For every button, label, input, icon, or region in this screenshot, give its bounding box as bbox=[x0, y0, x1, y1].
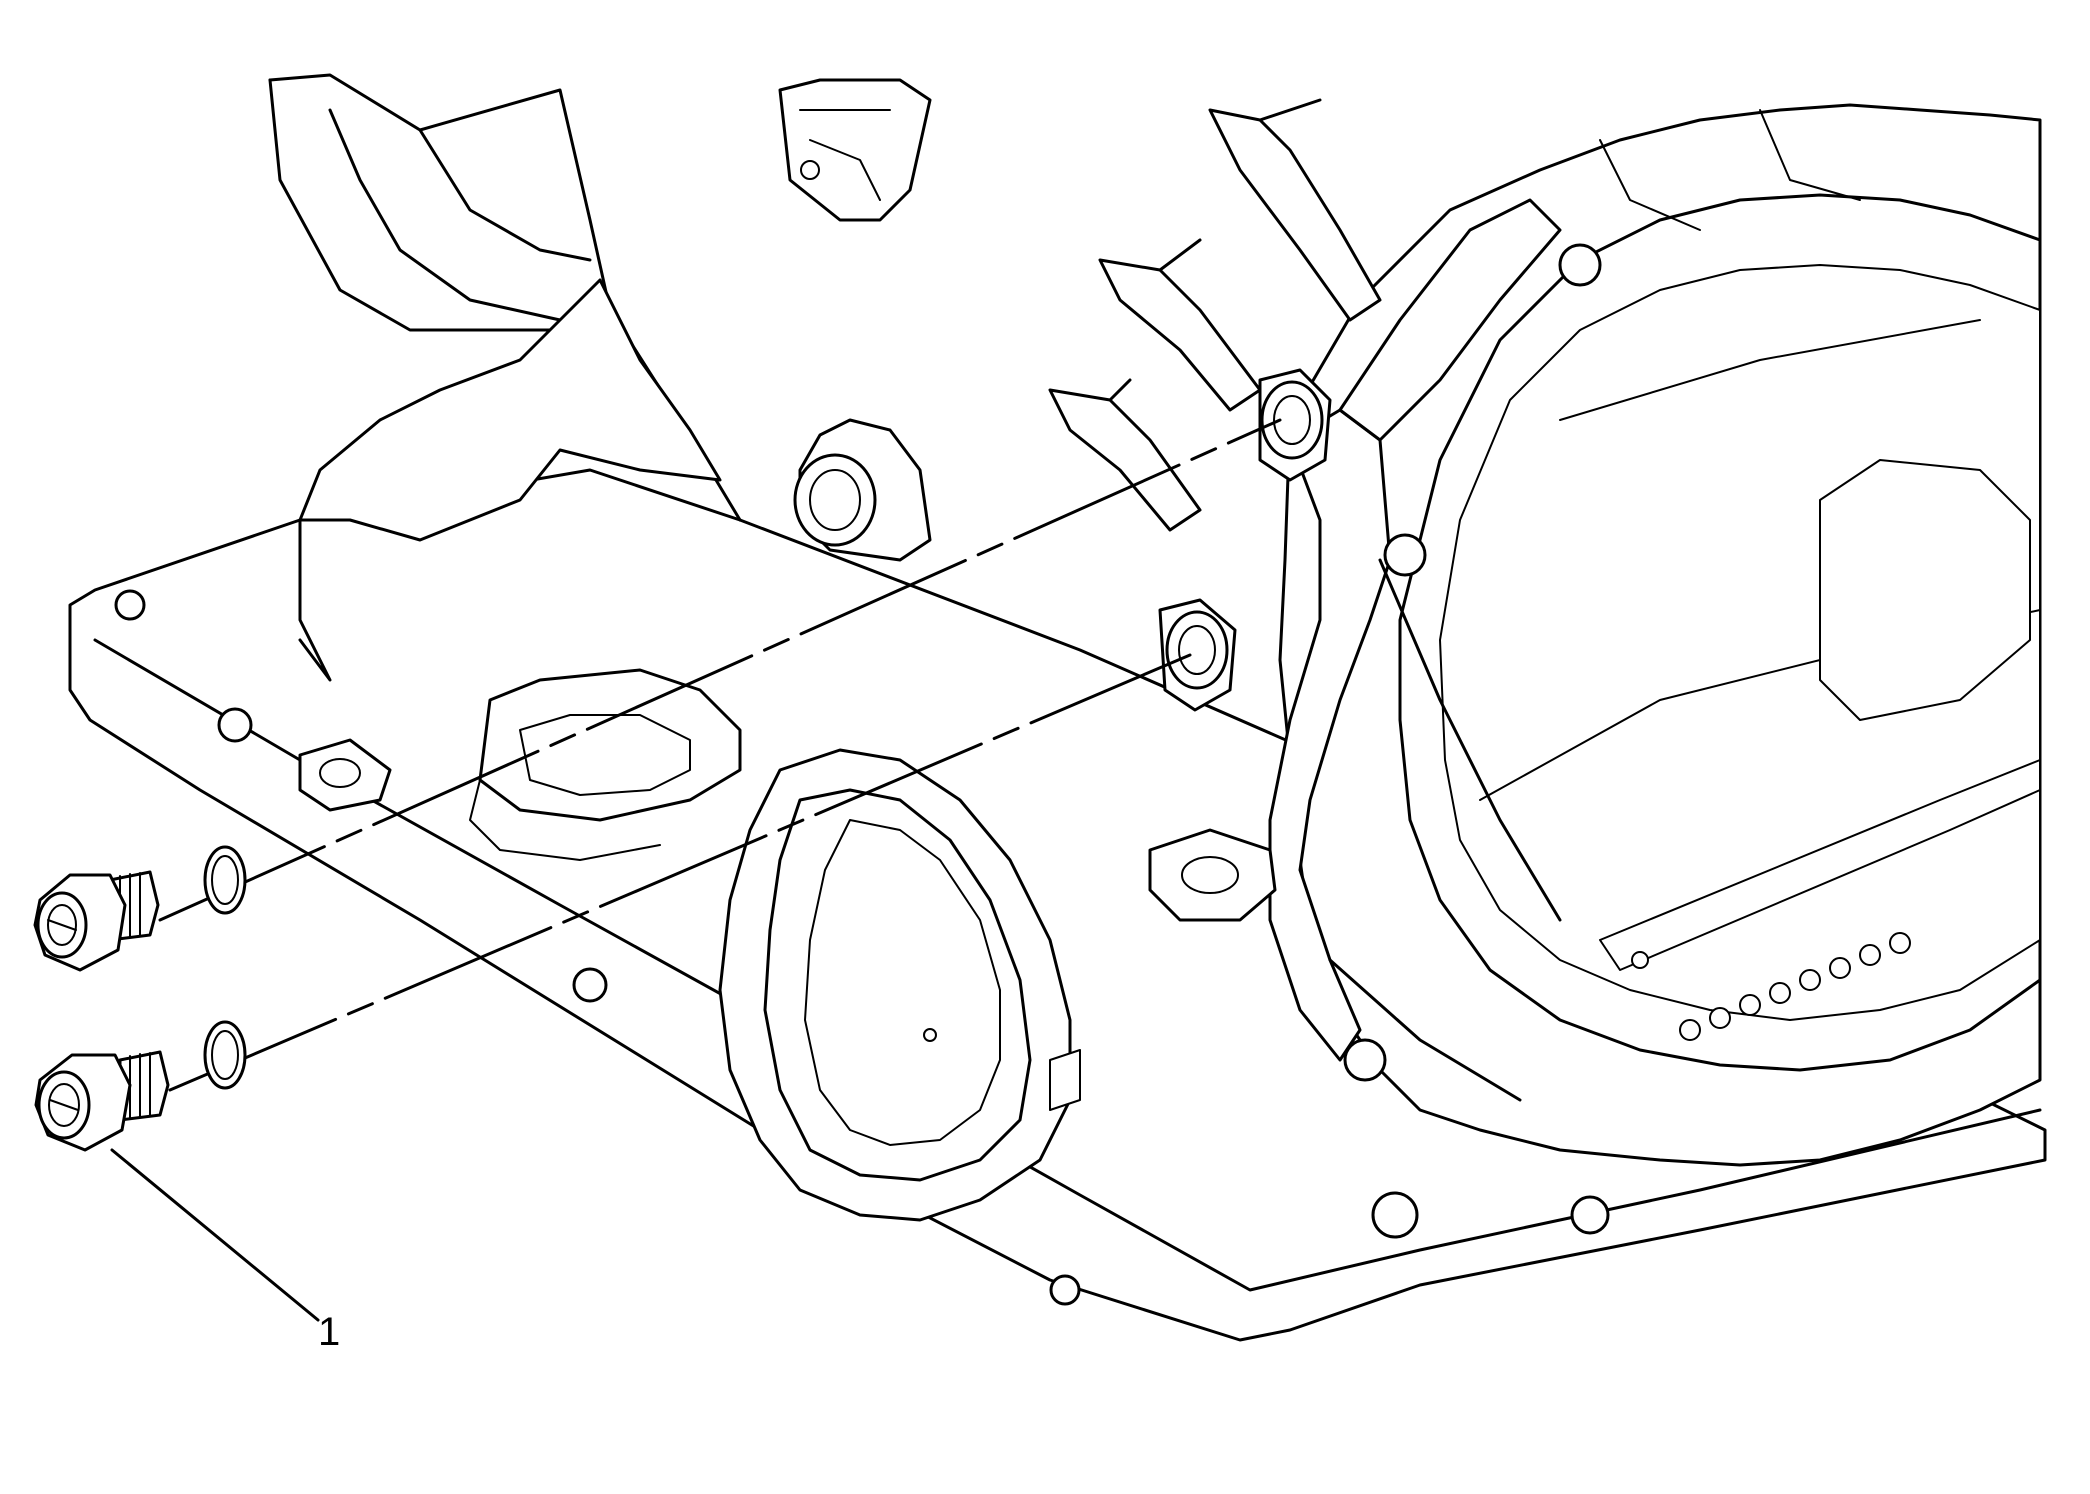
internal-rib-top bbox=[1599, 109, 1861, 231]
upper-alignment-line bbox=[158, 418, 1282, 922]
rib-top-arm bbox=[1338, 198, 1562, 442]
strap-hole bbox=[1739, 994, 1761, 1016]
lower-port-thread bbox=[1178, 625, 1216, 675]
rib-diagonal bbox=[1328, 558, 1562, 1102]
bore-pin bbox=[923, 1028, 937, 1042]
rib-bolt-hole bbox=[1570, 1195, 1610, 1235]
strap-hole bbox=[1829, 957, 1851, 979]
rib-bolt-hole bbox=[1383, 533, 1427, 577]
opening-floor bbox=[469, 779, 661, 861]
strap-hole bbox=[1679, 1019, 1701, 1041]
flange-tab-hole bbox=[1181, 856, 1239, 894]
strap-hole bbox=[1631, 951, 1649, 969]
vent-fins bbox=[1048, 98, 1382, 532]
internal-bracket bbox=[1819, 459, 2031, 721]
strap-hole bbox=[1799, 969, 1821, 991]
upper-plug-slot bbox=[47, 919, 77, 931]
callout-leader-line bbox=[110, 1148, 320, 1322]
flange-bolt-boss bbox=[114, 589, 146, 621]
case-left-rib bbox=[328, 108, 562, 322]
strap-hole bbox=[1709, 1007, 1731, 1029]
bore-notch bbox=[1049, 1049, 1081, 1111]
opening-inner bbox=[519, 714, 691, 796]
strap-hole bbox=[1769, 982, 1791, 1004]
case-top-wedge bbox=[298, 278, 722, 542]
lower-plug bbox=[34, 1050, 170, 1152]
upper-plug bbox=[33, 870, 160, 972]
strap-hole bbox=[1859, 944, 1881, 966]
vent-fin bbox=[1048, 388, 1202, 532]
vent-fin bbox=[1208, 108, 1382, 322]
bell-housing bbox=[1278, 103, 2042, 1167]
case-left-rib-2 bbox=[418, 128, 592, 262]
rib-bolt-hole bbox=[1558, 243, 1602, 287]
rib-bolt-hole bbox=[1371, 1191, 1419, 1239]
flange-bolt-boss bbox=[1049, 1274, 1081, 1306]
bore-cavity bbox=[804, 819, 1001, 1146]
alignment-lines bbox=[158, 418, 1282, 1092]
lower-alignment-line bbox=[168, 653, 1192, 1092]
internal-shelf-2 bbox=[1559, 319, 1981, 421]
flange-bosses bbox=[114, 589, 1277, 1306]
rib-frame bbox=[1268, 408, 1392, 1062]
callout-label-1: 1 bbox=[318, 1310, 341, 1354]
connector-body bbox=[778, 78, 932, 222]
flange-bolt-boss bbox=[572, 967, 608, 1003]
internal-strap bbox=[1599, 759, 2041, 971]
case-opening bbox=[469, 668, 742, 861]
output-bore bbox=[718, 748, 1081, 1222]
rib-bolt-hole bbox=[1343, 1038, 1387, 1082]
vent-fin-base bbox=[1108, 98, 1322, 402]
flange-bolt-boss bbox=[217, 707, 253, 743]
connector-bracket bbox=[778, 78, 932, 222]
upper-seal-washer-inner bbox=[211, 855, 239, 905]
connector-hole bbox=[800, 160, 820, 180]
connector-detail bbox=[799, 109, 891, 201]
flange-boss-hole bbox=[319, 758, 361, 788]
cup-opening-inner bbox=[809, 469, 861, 531]
lower-seal-washer-inner bbox=[211, 1030, 239, 1080]
vent-fin bbox=[1098, 258, 1262, 412]
cup-boss bbox=[793, 418, 932, 562]
case-ribs bbox=[1268, 198, 1610, 1239]
pressure-ports bbox=[1158, 368, 1332, 712]
plugs bbox=[33, 870, 170, 1152]
case-left-plateau bbox=[298, 518, 332, 682]
seals bbox=[203, 845, 247, 1090]
strap-hole bbox=[1889, 932, 1911, 954]
lower-plug-slot bbox=[49, 1099, 79, 1111]
upper-port-thread bbox=[1273, 395, 1311, 445]
